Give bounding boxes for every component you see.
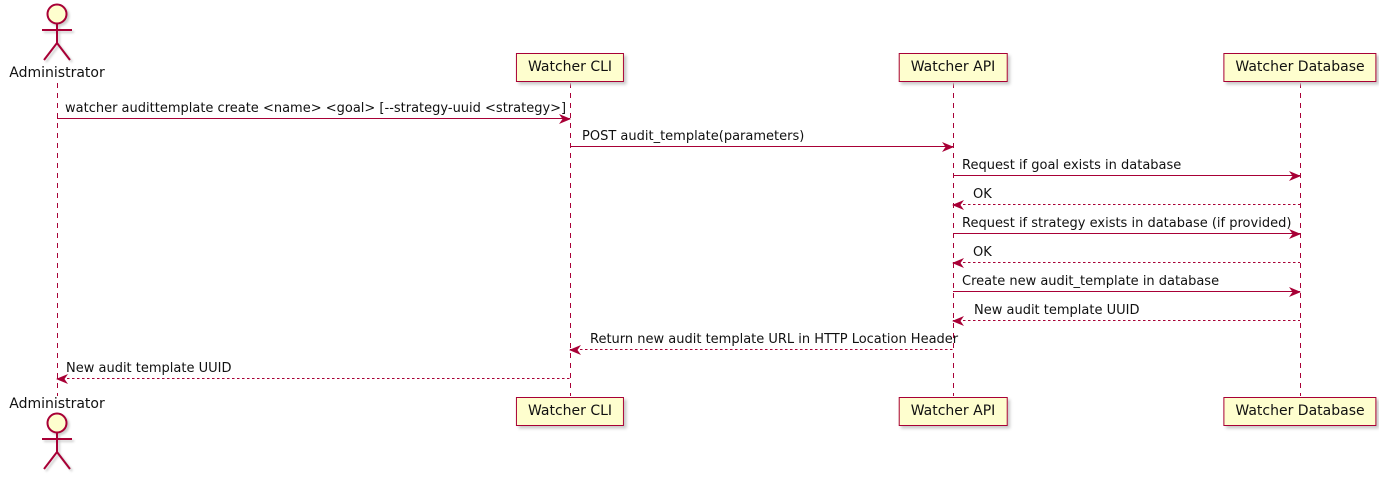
message-2: POST audit_template(parameters) xyxy=(570,129,954,152)
message-4-text: OK xyxy=(973,187,992,202)
participant-watcher-database-top: Watcher Database xyxy=(1223,53,1377,82)
actor-label-administrator-bottom: Administrator xyxy=(9,396,105,412)
message-7-arrow xyxy=(953,286,1301,297)
message-8: New audit template UUID xyxy=(952,303,1300,326)
message-8-arrow xyxy=(952,315,1300,326)
participant-watcher-cli-top: Watcher CLI xyxy=(515,53,625,82)
lifeline-watcher-cli xyxy=(570,83,571,396)
message-10-text: New audit template UUID xyxy=(66,361,232,376)
participant-watcher-database-bottom: Watcher Database xyxy=(1223,397,1377,426)
message-7: Create new audit_template in database xyxy=(953,274,1301,297)
lifeline-watcher-database xyxy=(1300,83,1301,396)
arrowhead-right-icon xyxy=(1289,286,1301,297)
arrowhead-right-icon xyxy=(942,141,954,152)
arrowhead-right-icon xyxy=(559,113,571,124)
actor-icon xyxy=(42,412,72,470)
message-6-arrow xyxy=(952,257,1300,268)
message-10: New audit template UUID xyxy=(56,361,570,384)
message-1: watcher audittemplate create <name> <goa… xyxy=(57,101,571,124)
message-4: OK xyxy=(952,187,1300,210)
message-9-text: Return new audit template URL in HTTP Lo… xyxy=(590,332,959,347)
actor-label-administrator-top: Administrator xyxy=(9,65,105,81)
message-9: Return new audit template URL in HTTP Lo… xyxy=(569,332,959,355)
lifeline-watcher-api xyxy=(953,83,954,396)
participant-watcher-cli-bottom: Watcher CLI xyxy=(515,397,625,426)
arrowhead-left-icon xyxy=(952,315,964,326)
message-7-text: Create new audit_template in database xyxy=(962,274,1220,289)
arrowhead-left-icon xyxy=(569,344,581,355)
arrowhead-right-icon xyxy=(1289,170,1301,181)
message-6: OK xyxy=(952,245,1300,268)
arrowhead-left-icon xyxy=(952,257,964,268)
message-9-arrow xyxy=(569,344,953,355)
arrowhead-right-icon xyxy=(1289,228,1301,239)
message-3: Request if goal exists in database xyxy=(953,158,1301,181)
message-2-text: POST audit_template(parameters) xyxy=(582,129,805,144)
lifeline-administrator xyxy=(57,83,58,396)
message-5-text: Request if strategy exists in database (… xyxy=(962,216,1292,231)
message-2-arrow xyxy=(570,141,954,152)
actor-icon xyxy=(42,3,72,61)
message-5: Request if strategy exists in database (… xyxy=(953,216,1301,239)
message-5-arrow xyxy=(953,228,1301,239)
message-3-arrow xyxy=(953,170,1301,181)
message-10-arrow xyxy=(56,373,570,384)
participant-watcher-api-top: Watcher API xyxy=(898,53,1008,82)
message-1-text: watcher audittemplate create <name> <goa… xyxy=(65,101,567,116)
arrowhead-left-icon xyxy=(56,373,68,384)
message-1-arrow xyxy=(57,113,571,124)
message-3-text: Request if goal exists in database xyxy=(962,158,1182,173)
message-8-text: New audit template UUID xyxy=(974,303,1140,318)
message-6-text: OK xyxy=(973,245,992,260)
participant-watcher-api-bottom: Watcher API xyxy=(898,397,1008,426)
arrowhead-left-icon xyxy=(952,199,964,210)
message-4-arrow xyxy=(952,199,1300,210)
